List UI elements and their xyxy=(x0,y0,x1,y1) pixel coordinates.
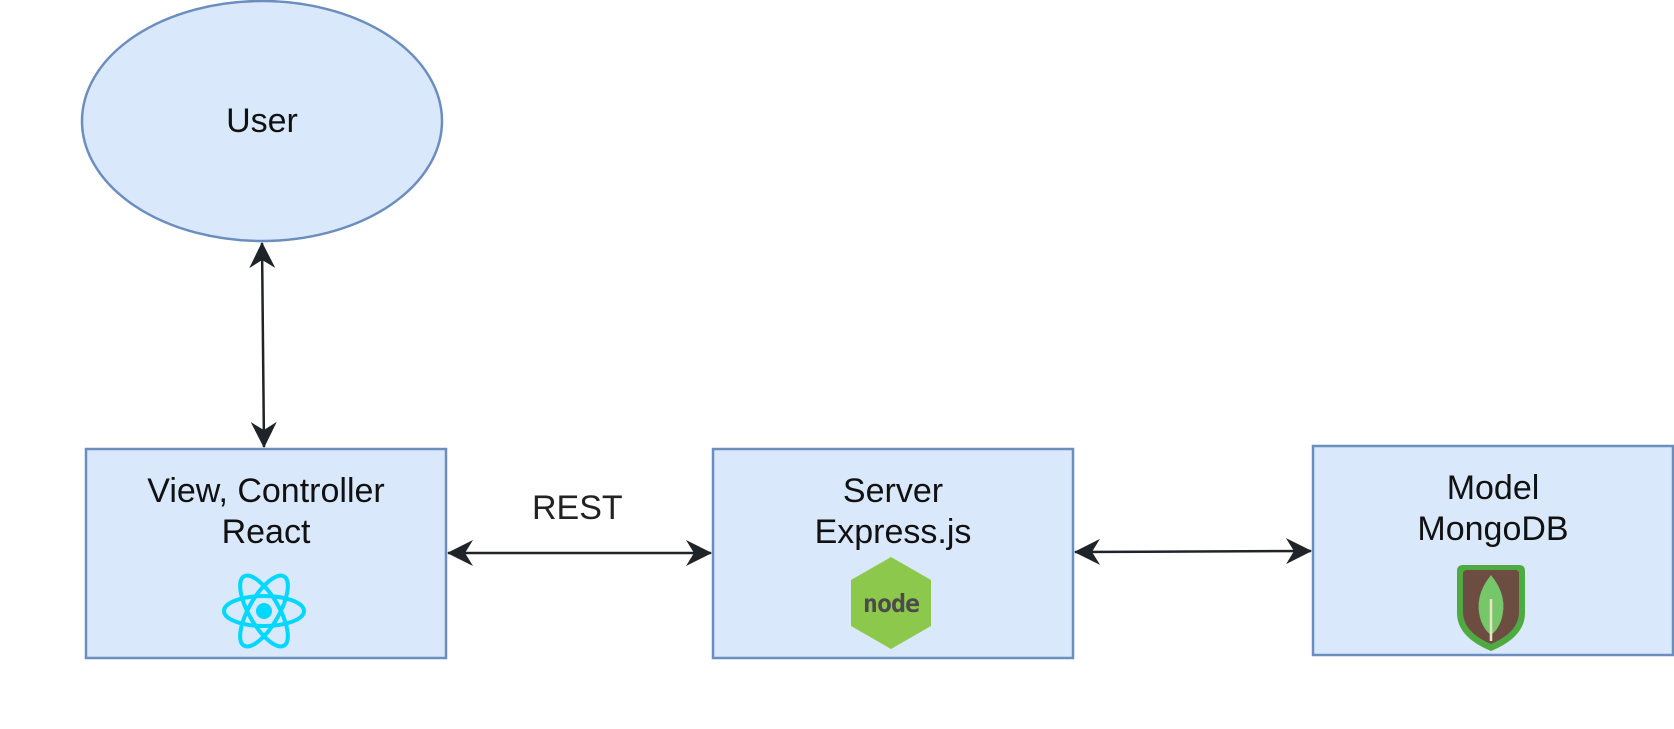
user-label-text: User xyxy=(226,102,298,140)
view-controller-line2: React xyxy=(221,513,311,551)
nodejs-icon-text: node xyxy=(863,589,920,618)
server-line2: Express.js xyxy=(814,513,972,551)
mongodb-icon xyxy=(1457,565,1525,651)
react-icon xyxy=(222,573,306,649)
user-node[interactable] xyxy=(80,0,444,243)
user-label: User xyxy=(162,101,362,142)
server-line1: Server xyxy=(842,472,944,510)
server-model-edge[interactable] xyxy=(1074,538,1312,565)
model-line1: Model xyxy=(1446,469,1540,507)
user-view-edge[interactable] xyxy=(249,242,277,448)
model-label: Model MongoDB xyxy=(1313,468,1673,550)
nodejs-icon: node xyxy=(851,557,931,649)
view-controller-node[interactable] xyxy=(84,447,448,660)
view-controller-label: View, Controller React xyxy=(86,471,446,553)
view-controller-line1: View, Controller xyxy=(147,472,385,510)
rest-edge-label: REST xyxy=(532,489,623,527)
model-line2: MongoDB xyxy=(1417,510,1569,548)
server-label: Server Express.js xyxy=(713,471,1073,553)
